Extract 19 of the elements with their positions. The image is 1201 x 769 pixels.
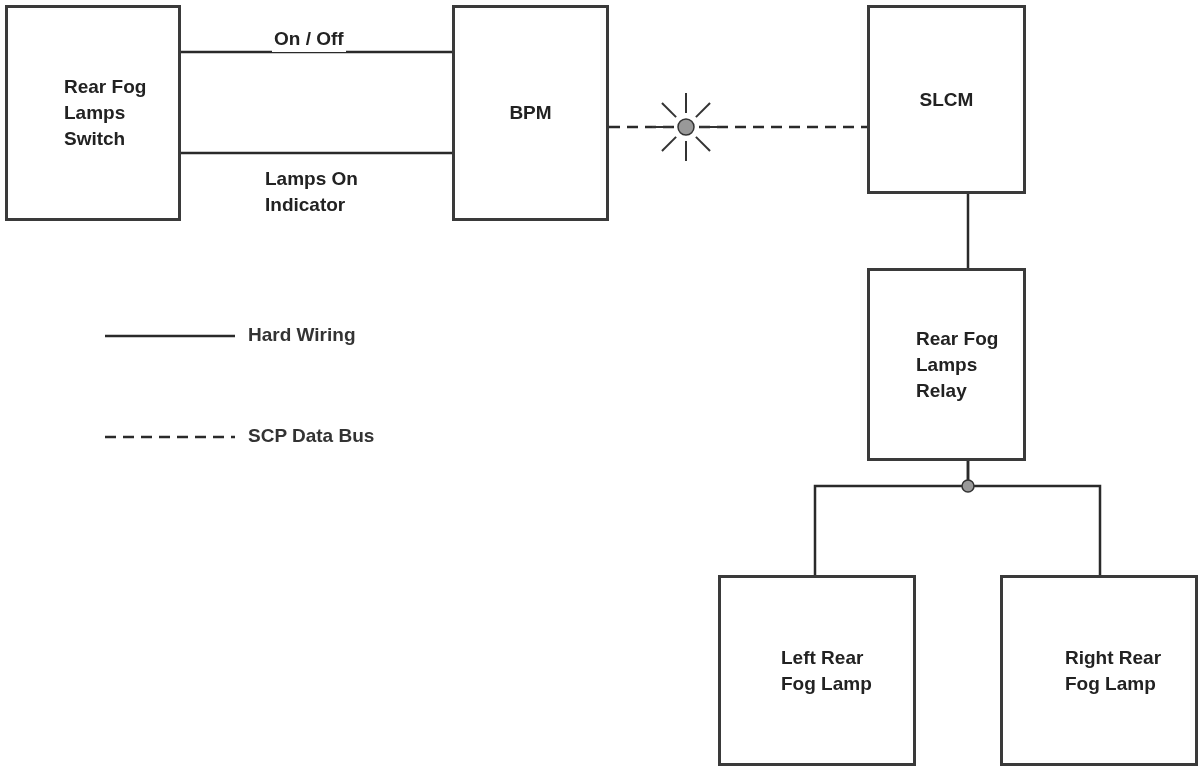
module-label: Left Rear Fog Lamp (781, 645, 873, 696)
data-bus-line (609, 125, 867, 129)
module-label: BPM (509, 101, 552, 125)
module-box (718, 575, 916, 766)
module-label: SLCM (919, 87, 974, 112)
legend-label: Hard Wiring (248, 324, 356, 346)
module-box (5, 5, 181, 221)
module-box (867, 5, 1026, 194)
wire-line (181, 151, 452, 155)
module-label: Right Rear Fog Lamp (1065, 645, 1163, 696)
module-label: Rear Fog Lamps Relay (916, 326, 1000, 403)
module-box (1000, 575, 1198, 766)
module-label: Rear Fog Lamps Switch (64, 75, 148, 151)
module-box (452, 5, 609, 221)
wire-line (181, 50, 452, 54)
legend-label: SCP Data Bus (248, 425, 375, 447)
module-box (867, 268, 1026, 461)
wire-line (966, 461, 1102, 575)
wire-line (966, 194, 970, 268)
